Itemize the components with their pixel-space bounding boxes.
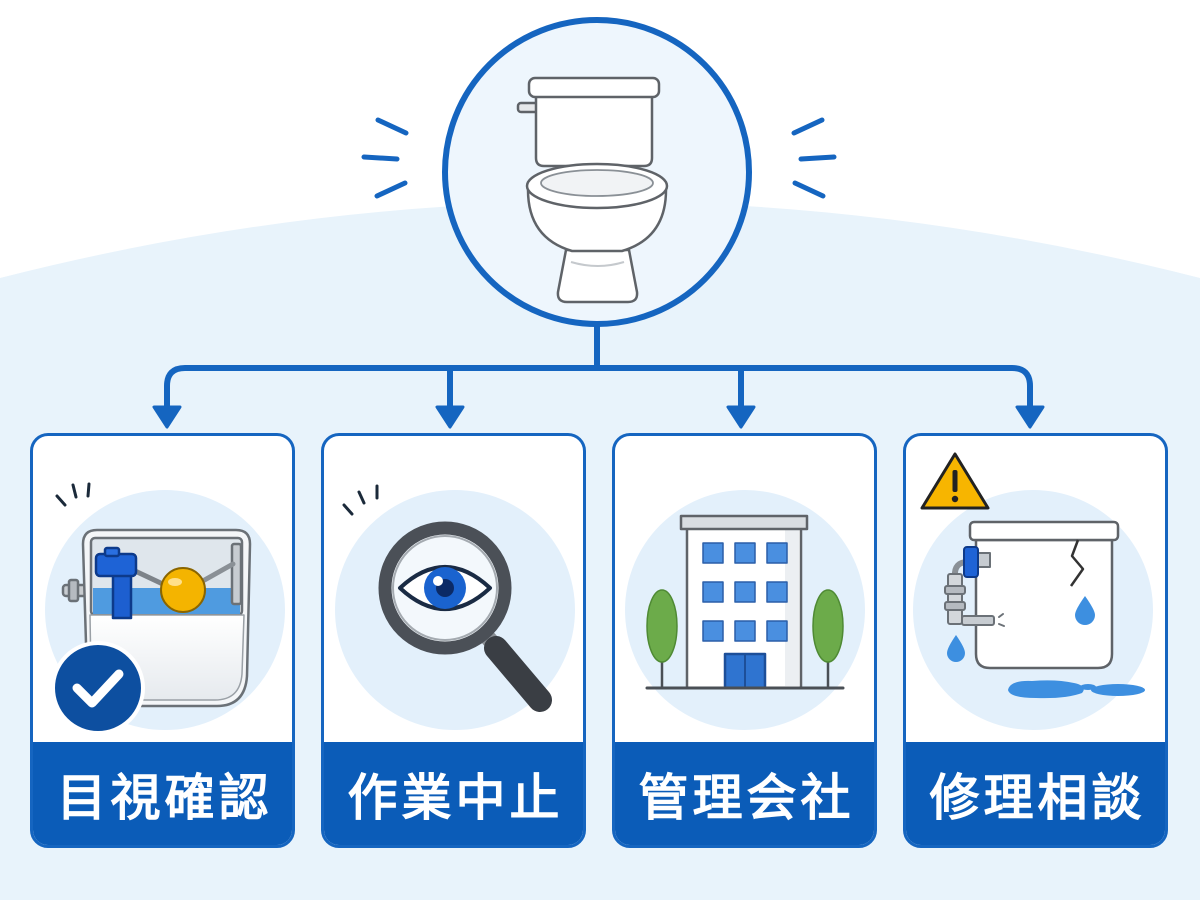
office-building-icon bbox=[625, 490, 865, 730]
warning-icon bbox=[920, 452, 990, 510]
card-visual-check: 目視確認 bbox=[30, 433, 295, 848]
tree-icon bbox=[646, 589, 678, 688]
arrow-down-icon bbox=[726, 405, 756, 429]
arrow-down-icon bbox=[1015, 405, 1045, 429]
leaking-tank-icon bbox=[913, 452, 1153, 730]
background-wash bbox=[0, 201, 1200, 900]
water-puddle bbox=[1008, 680, 1145, 699]
arrow-down-icon bbox=[152, 405, 182, 429]
arrowheads bbox=[152, 405, 1045, 429]
eye-icon bbox=[398, 565, 492, 611]
card-label: 修理相談 bbox=[906, 742, 1165, 845]
card-repair-consultation: 修理相談 bbox=[903, 433, 1168, 848]
water-drop-icon bbox=[947, 596, 1095, 662]
pipe-fittings bbox=[944, 546, 1005, 627]
card-label: 管理会社 bbox=[615, 742, 874, 845]
toilet-icon bbox=[516, 76, 669, 304]
toilet-tank-inside-icon bbox=[45, 482, 285, 735]
tree-icon bbox=[812, 589, 844, 688]
connector-lines bbox=[164, 321, 1033, 413]
card-stop-work: 作業中止 bbox=[321, 433, 586, 848]
motion-lines-icon bbox=[361, 117, 837, 199]
building bbox=[679, 514, 809, 690]
card-management-company: 管理会社 bbox=[612, 433, 877, 848]
toilet-tank bbox=[968, 520, 1120, 670]
card-label: 目視確認 bbox=[33, 742, 292, 845]
arrow-down-icon bbox=[435, 405, 465, 429]
magnifier-eye-icon bbox=[335, 484, 575, 730]
motion-marks-icon bbox=[55, 482, 91, 507]
check-circle-icon bbox=[51, 641, 145, 735]
card-label: 作業中止 bbox=[324, 742, 583, 845]
motion-marks-icon bbox=[342, 484, 379, 516]
